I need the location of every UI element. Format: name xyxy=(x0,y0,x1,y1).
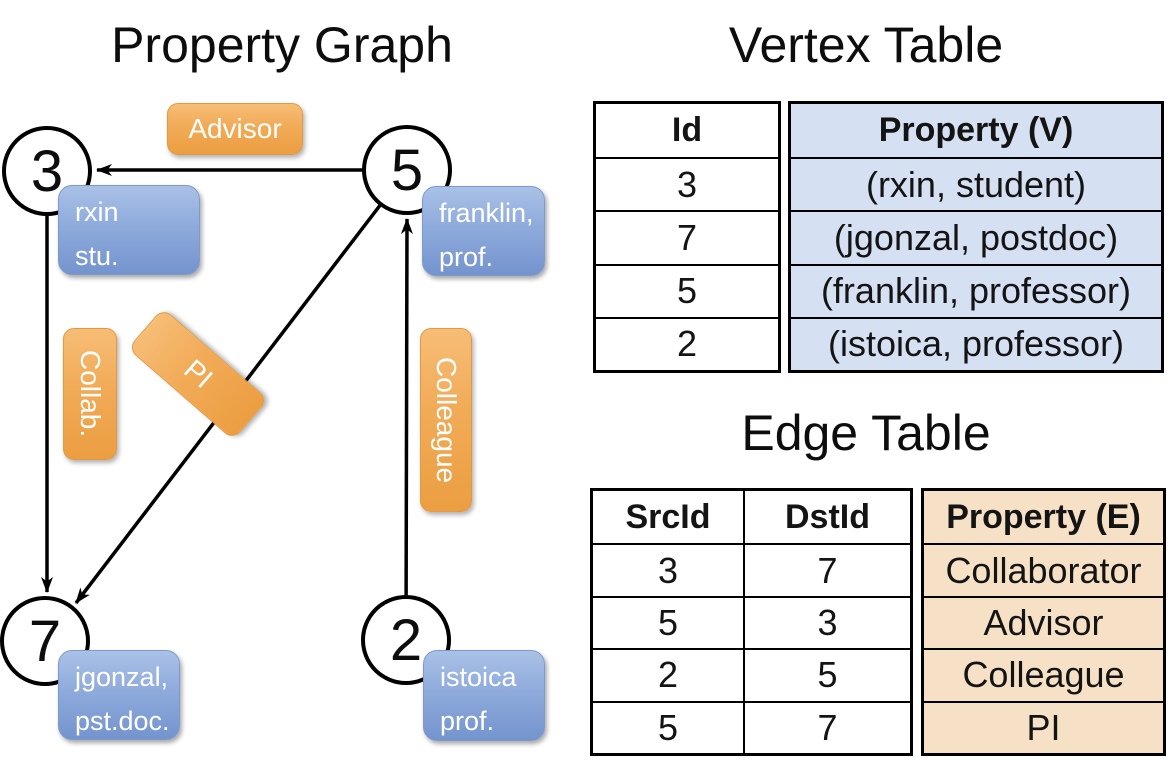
table-column-gap xyxy=(913,488,921,756)
table-cell: 7 xyxy=(743,543,910,596)
vertex-node-3-id: 3 xyxy=(30,138,64,204)
vertex-table-header-property: Property (V) xyxy=(878,111,1074,150)
table-cell: Advisor xyxy=(924,595,1163,648)
table-cell: 5 xyxy=(596,263,778,317)
table-cell: 2 xyxy=(596,316,778,370)
vertex-node-2: 2 xyxy=(361,595,451,685)
vertex-property-line: rxin xyxy=(75,197,119,227)
vertex-table-property-column: Property (V) (rxin, student) (jgonzal, p… xyxy=(788,101,1164,373)
edge-table-property-column: Property (E) Collaborator Advisor Collea… xyxy=(921,488,1166,756)
vertex-property-box-jgonzal: jgonzal, pst.doc. xyxy=(58,650,180,740)
edge-colleague-2-to-5 xyxy=(400,218,413,641)
vertex-node-2-id: 2 xyxy=(389,607,423,673)
vertex-node-5: 5 xyxy=(362,125,452,215)
table-cell: 2 xyxy=(593,648,743,700)
vertex-property-line: prof. xyxy=(439,241,494,272)
vertex-property-box-istoica: istoica prof. xyxy=(423,650,545,741)
table-cell: 5 xyxy=(593,595,743,648)
table-cell: Collaborator xyxy=(924,543,1163,595)
vertex-property-line: pst.doc. xyxy=(75,705,170,736)
vertex-table-id-column: Id 3 7 5 2 xyxy=(593,101,781,373)
vertex-property-line: stu. xyxy=(75,240,119,271)
edge-label-advisor: Advisor xyxy=(167,103,303,155)
table-column-gap xyxy=(781,101,788,373)
edge-table-header-property: Property (E) xyxy=(946,497,1141,536)
vertex-property-line: prof. xyxy=(440,705,495,736)
table-cell: PI xyxy=(924,700,1163,753)
table-cell: 3 xyxy=(743,595,910,649)
table-cell: (franklin, professor) xyxy=(791,263,1161,317)
vertex-property-line: jgonzal, xyxy=(75,662,169,692)
edge-label-collab: Collab. xyxy=(63,328,117,460)
table-cell: 7 xyxy=(596,210,778,263)
table-cell: (rxin, student) xyxy=(791,157,1161,210)
edge-table-title: Edge Table xyxy=(741,405,991,461)
table-cell: 5 xyxy=(743,648,910,701)
vertex-table-header-id: Id xyxy=(671,111,703,150)
table-cell: 5 xyxy=(593,700,743,753)
table-cell: Colleague xyxy=(924,648,1163,700)
table-cell: 3 xyxy=(593,543,743,595)
vertex-property-line: istoica xyxy=(440,662,517,692)
table-cell: (jgonzal, postdoc) xyxy=(791,210,1161,263)
edge-label-colleague: Colleague xyxy=(420,328,472,512)
vertex-table-title: Vertex Table xyxy=(728,17,1004,73)
edge-table-header-srcid: SrcId xyxy=(625,497,711,536)
edge-table-id-columns: SrcId DstId 3 7 5 3 2 5 5 7 xyxy=(590,488,913,756)
table-cell: 7 xyxy=(743,700,910,753)
edge-table-header-dstid: DstId xyxy=(743,491,910,544)
table-cell: (istoica, professor) xyxy=(791,316,1161,370)
vertex-property-line: franklin, xyxy=(439,198,534,228)
table-cell: 3 xyxy=(596,157,778,210)
vertex-property-box-franklin: franklin, prof. xyxy=(422,186,545,276)
vertex-node-5-id: 5 xyxy=(390,137,424,203)
edge-table: SrcId DstId 3 7 5 3 2 5 5 7 Property (E)… xyxy=(590,488,1166,756)
vertex-property-box-rxin: rxin stu. xyxy=(58,185,200,275)
vertex-table: Id 3 7 5 2 Property (V) (rxin, student) … xyxy=(593,101,1164,373)
property-graph-title: Property Graph xyxy=(111,17,453,73)
vertex-node-7-id: 7 xyxy=(28,608,62,674)
